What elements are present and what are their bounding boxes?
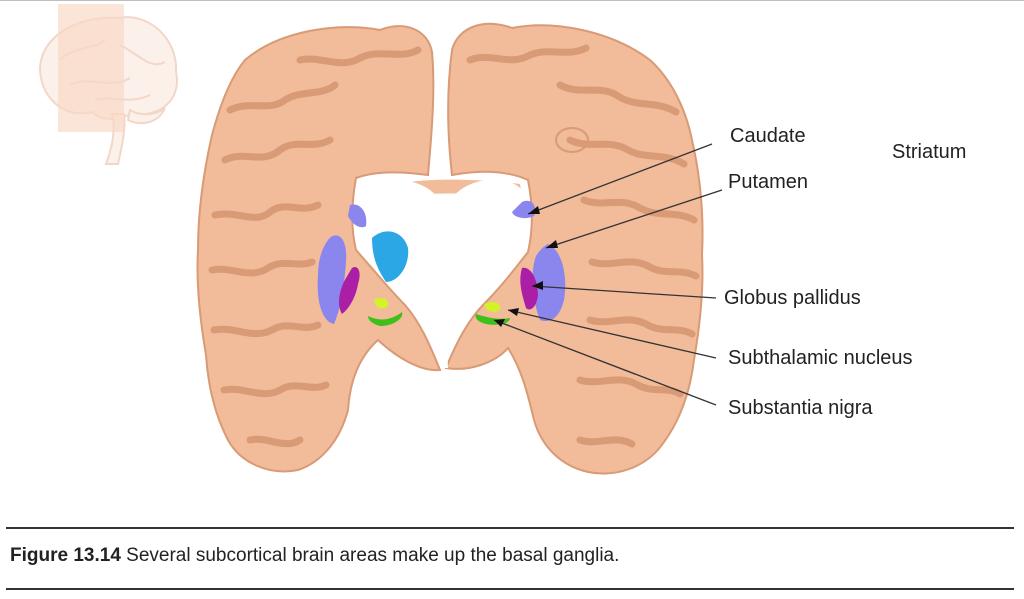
caption-rule-bottom	[6, 588, 1014, 590]
midline-fissure	[430, 250, 452, 368]
top-border	[0, 0, 1024, 1]
label-putamen: Putamen	[728, 171, 809, 193]
figure-caption: Figure 13.14 Several subcortical brain a…	[10, 545, 619, 567]
left-thalamus-highlight	[372, 231, 409, 282]
right-putamen	[532, 244, 566, 322]
right-hemisphere	[444, 22, 704, 475]
label-globus-pallidus: Globus pallidus	[724, 287, 861, 309]
right-subthalamic-nucleus	[484, 302, 501, 312]
arrowheads	[494, 206, 558, 327]
figure-number: Figure 13.14	[10, 545, 121, 566]
right-basal-ganglia	[475, 200, 566, 325]
caption-rule-top	[6, 527, 1014, 529]
left-basal-ganglia	[317, 204, 409, 326]
right-globus-pallidus	[520, 267, 538, 310]
label-striatum: Striatum	[892, 141, 967, 163]
lateral-ventricle	[357, 179, 525, 232]
left-globus-pallidus	[339, 266, 360, 314]
left-caudate	[348, 204, 367, 228]
caption-text: Several subcortical brain areas make up …	[120, 545, 620, 566]
label-substantia-nigra: Substantia nigra	[728, 397, 873, 419]
label-caudate: Caudate	[730, 125, 806, 147]
left-subthalamic-nucleus	[374, 298, 389, 309]
left-hemisphere	[196, 25, 442, 473]
basal-ganglia-diagram	[38, 4, 723, 475]
label-subthalamic-nucleus: Subthalamic nucleus	[728, 347, 913, 369]
left-substantia-nigra	[368, 312, 403, 326]
brain-inset-icon	[38, 4, 178, 165]
leader-lines	[493, 143, 723, 406]
